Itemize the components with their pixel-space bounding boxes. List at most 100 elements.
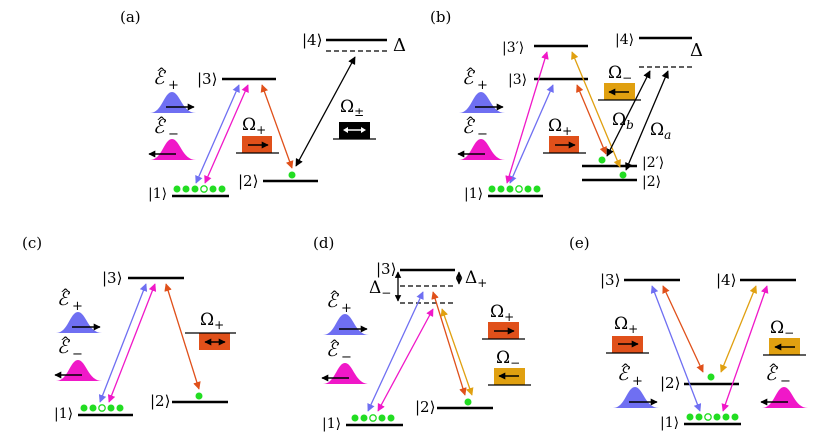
probe-minus-symbol: ℰ [326, 339, 340, 361]
panel-a: (a) |1⟩ |2⟩ |3⟩ |4⟩ Δ ℰ [120, 8, 406, 202]
probe-plus-hat: ^ [465, 66, 476, 81]
delta-plus-label: Δ+ [465, 268, 487, 290]
atom-2 [464, 398, 472, 406]
omega-b-label: Ωb [612, 110, 634, 132]
probe-minus-symbol: ℰ [153, 116, 167, 138]
control-pm-field [333, 122, 376, 140]
probe-minus-hat: ^ [329, 338, 340, 353]
ket-3: |3⟩ [376, 260, 396, 278]
ket-3: |3⟩ [197, 70, 217, 88]
ket-3: |3⟩ [102, 269, 122, 287]
omega-plus-label: Ω+ [200, 310, 224, 332]
ket-2: |2⟩ [415, 398, 435, 416]
control-a-transition [625, 70, 669, 171]
coupling-minus-field [598, 83, 641, 101]
coupling-minus-field [763, 338, 806, 356]
probe-plus-pulse [323, 314, 369, 335]
probe-plus-pulse [150, 92, 196, 113]
probe-plus-transition [509, 84, 554, 184]
ket-2: |2⟩ [150, 392, 170, 410]
atom-2 [619, 171, 627, 179]
probe-minus-hat: ^ [60, 335, 71, 350]
probe-minus-transition [107, 283, 157, 403]
probe-minus-pulse [148, 139, 196, 160]
panel-b: (b) |1⟩ |2⟩ |2′⟩ |3⟩ |3′⟩ |4⟩ Δ [430, 8, 703, 202]
probe-plus-sub: + [168, 78, 179, 93]
probe-plus-symbol: ℰ [153, 67, 167, 89]
probe-minus-pulse [760, 387, 808, 408]
probe-plus-symbol: ℰ [57, 288, 71, 310]
ket-1: |1⟩ [322, 416, 341, 432]
probe-minus-sub: − [168, 127, 179, 142]
ket-2: |2⟩ [238, 172, 258, 190]
coupling-plus-transition [576, 84, 607, 155]
probe-plus-sub: + [477, 78, 488, 93]
panel-d: (d) |1⟩ |2⟩ |3⟩ Δ+ Δ− ℰ ^ + [313, 234, 531, 432]
atom-population-1 [686, 413, 739, 421]
omega-minus-label: Ω− [496, 348, 520, 370]
ket-2: |2⟩ [660, 374, 680, 392]
atom-2-prime [598, 156, 606, 164]
atom-2 [707, 373, 715, 381]
ket-1: |1⟩ [660, 415, 679, 431]
atom-population-1 [173, 185, 226, 193]
ket-4: |4⟩ [716, 271, 736, 289]
ket-2: |2⟩ [642, 174, 661, 190]
probe-plus-symbol: ℰ [462, 67, 476, 89]
probe-minus-hat: ^ [156, 115, 167, 130]
coupling-plus-field [543, 136, 586, 154]
probe-minus-transition [505, 51, 549, 184]
coupling-plus-field [482, 322, 525, 340]
omega-plus-label: Ω+ [614, 314, 638, 336]
probe-minus-sub: − [72, 347, 83, 362]
probe-minus-hat: ^ [465, 115, 476, 130]
panel-c-tag: (c) [22, 234, 42, 252]
coupling-plus-transition [662, 285, 704, 373]
panel-e-tag: (e) [569, 234, 590, 252]
omega-plus-label: Ω+ [242, 115, 266, 137]
atom-2 [195, 392, 203, 400]
probe-plus-pulse [613, 387, 659, 408]
omega-pm-label: Ω± [340, 97, 364, 119]
probe-plus-hat: ^ [60, 287, 71, 302]
probe-minus-sub: − [341, 350, 352, 365]
coupling-plus-field [236, 136, 279, 154]
ket-1: |1⟩ [464, 186, 483, 202]
probe-minus-transition [721, 285, 769, 412]
delta-label: Δ [393, 35, 406, 56]
probe-plus-symbol: ℰ [617, 363, 631, 385]
ket-3: |3⟩ [508, 72, 527, 88]
probe-minus-transition [204, 84, 249, 184]
panel-d-tag: (d) [313, 234, 334, 252]
control-pm-transition [295, 56, 356, 167]
omega-minus-label: Ω− [770, 318, 794, 340]
coupling-plus-field [606, 336, 649, 354]
probe-minus-symbol: ℰ [765, 363, 779, 385]
omega-plus-label: Ω+ [548, 116, 572, 138]
ket-1: |1⟩ [54, 406, 73, 422]
probe-plus-sub: + [632, 374, 643, 389]
ket-3: |3⟩ [600, 271, 620, 289]
probe-plus-hat: ^ [620, 362, 631, 377]
ket-1: |1⟩ [148, 186, 167, 202]
probe-plus-pulse [459, 92, 505, 113]
delta-label: Δ [690, 40, 703, 61]
probe-plus-hat: ^ [156, 66, 167, 81]
coupling-plus-transition [260, 84, 294, 169]
ket-2-prime: |2′⟩ [642, 155, 664, 171]
probe-plus-transition [195, 84, 240, 184]
probe-minus-hat: ^ [768, 362, 779, 377]
probe-minus-pulse [457, 139, 505, 160]
ket-3-prime: |3′⟩ [502, 40, 524, 56]
omega-plus-label: Ω+ [490, 302, 514, 324]
coupling-plus-transition [164, 283, 201, 390]
coupling-plus-transition [431, 291, 467, 396]
coupling-plus-field [185, 332, 236, 350]
probe-plus-hat: ^ [329, 289, 340, 304]
probe-plus-sub: + [341, 301, 352, 316]
probe-plus-transition [650, 285, 702, 412]
probe-minus-sub: − [780, 374, 791, 389]
probe-minus-sub: − [477, 127, 488, 142]
omega-minus-label: Ω− [608, 63, 632, 85]
